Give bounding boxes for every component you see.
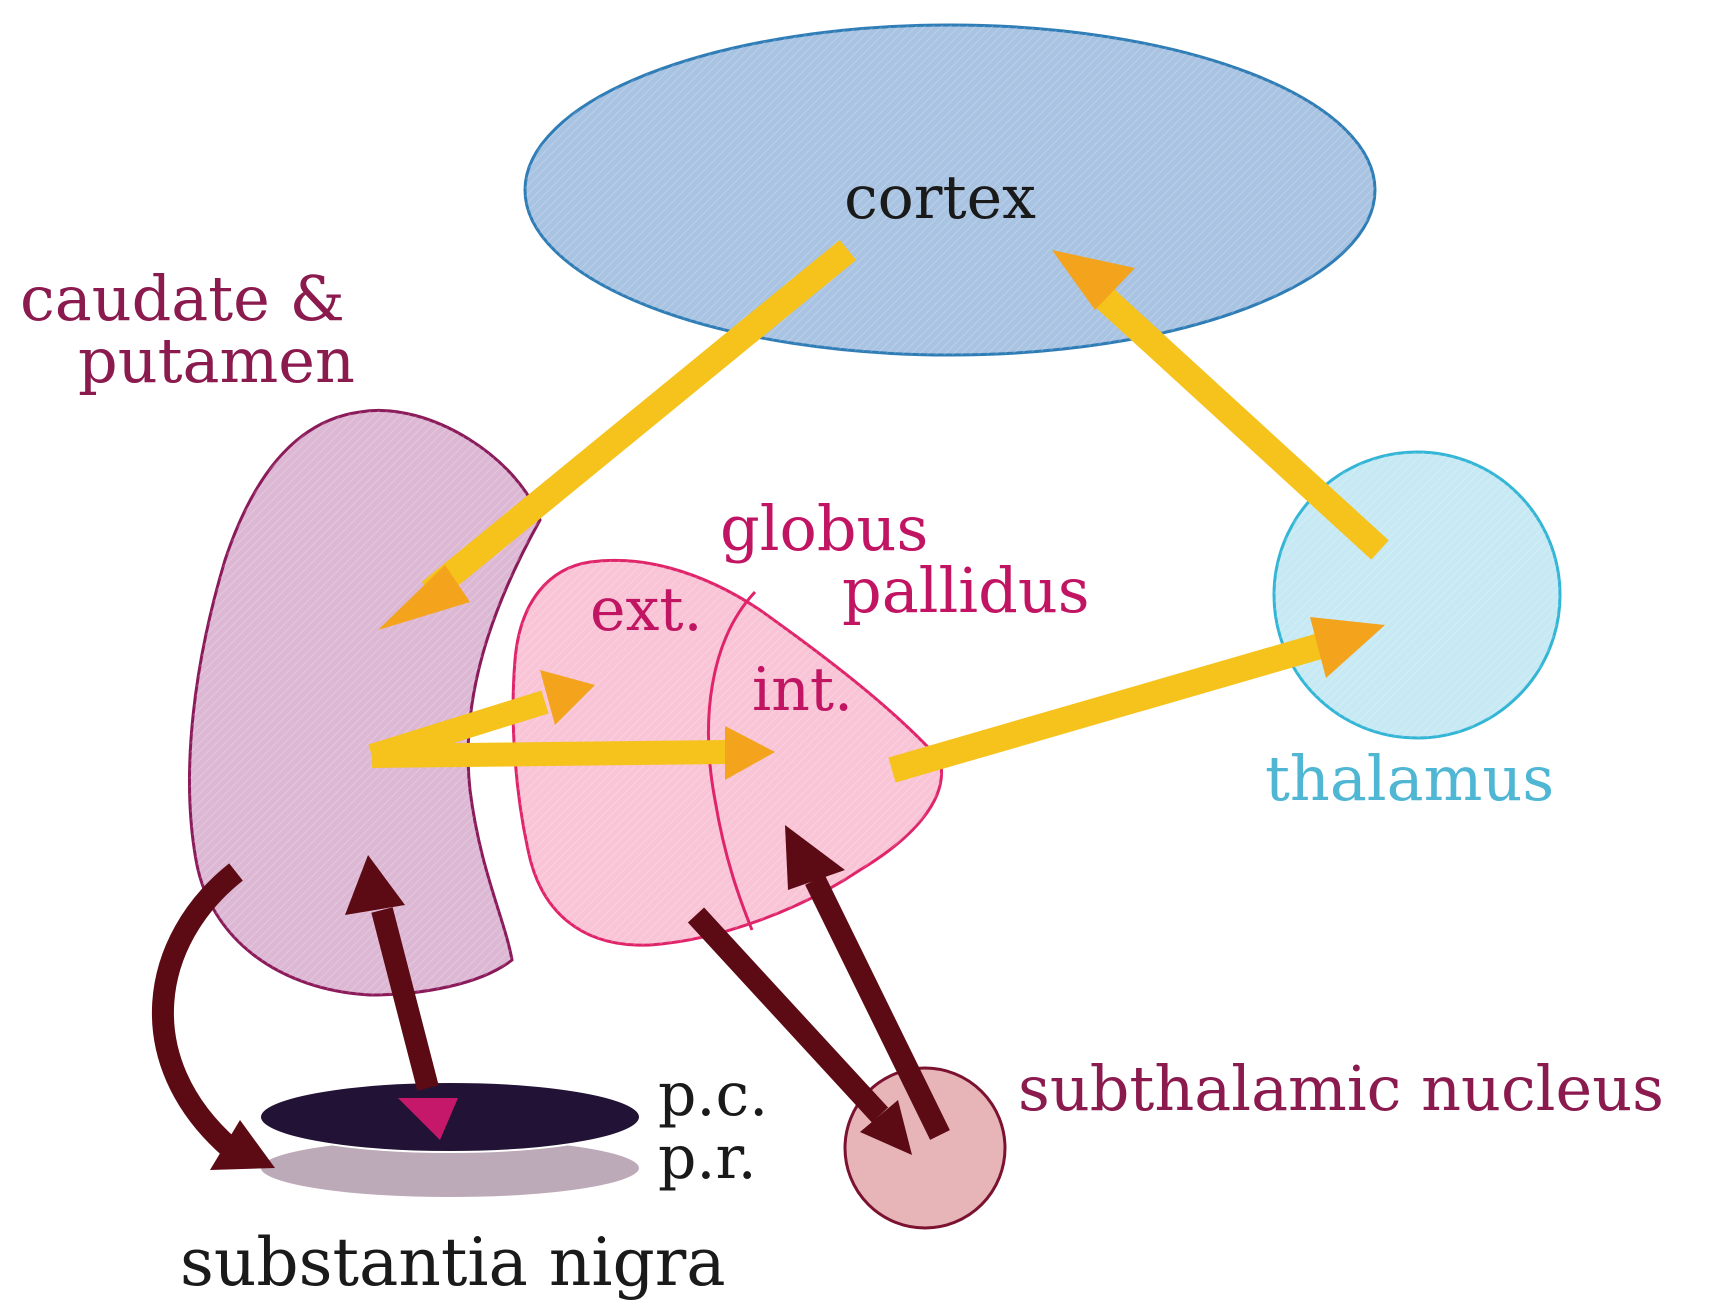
pr-label: p.r. xyxy=(658,1123,757,1193)
ext-label: ext. xyxy=(590,575,703,645)
int-label: int. xyxy=(752,655,853,725)
thalamus-label: thalamus xyxy=(1265,742,1554,815)
substantia-nigra xyxy=(260,1082,640,1198)
globus-label-line2: pallidus xyxy=(842,554,1090,627)
subthalamic-label: subthalamic nucleus xyxy=(1018,1052,1664,1125)
pc-label: p.c. xyxy=(658,1060,768,1130)
caudate-label-line2: putamen xyxy=(78,324,355,397)
cortex-label: cortex xyxy=(844,163,1036,233)
substantia-nigra-label: substantia nigra xyxy=(180,1224,726,1301)
pars-compacta-shape xyxy=(260,1082,640,1152)
